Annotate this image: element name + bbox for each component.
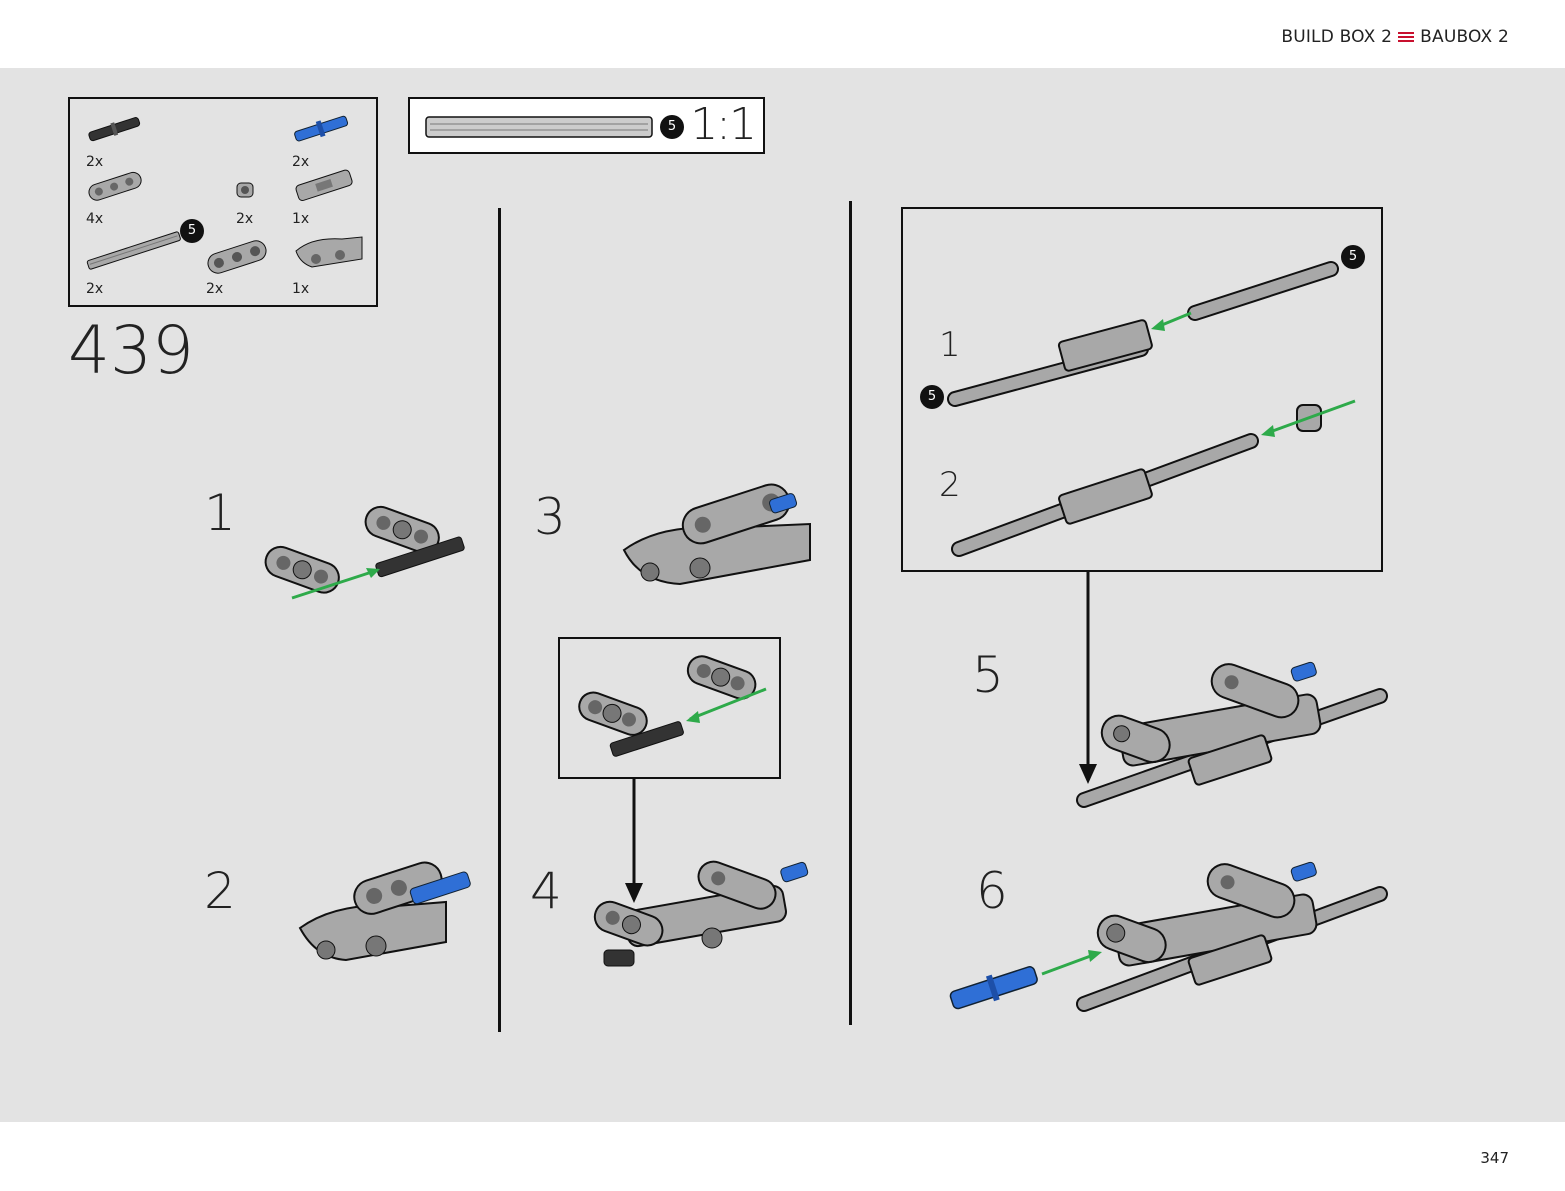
part-qty: 2x	[86, 281, 104, 297]
thin-liftarm-icon	[88, 171, 142, 201]
step-4-illustration	[593, 860, 809, 967]
part-qty: 4x	[86, 211, 104, 227]
header-bar: BUILD BOX 2 BAUBOX 2	[0, 0, 1565, 68]
callout-illustration	[947, 261, 1356, 557]
page-number: 347	[1480, 1149, 1509, 1167]
callout-arrow	[625, 779, 643, 903]
sub-assembly-callout	[558, 637, 781, 779]
part-qty: 2x	[236, 211, 254, 227]
part-qty: 2x	[292, 154, 310, 170]
step-3-illustration	[622, 483, 811, 586]
scale-label: 1:1	[690, 99, 757, 150]
axle-connector-icon	[295, 169, 353, 202]
step-number: 4	[530, 862, 562, 920]
step-number: 2	[204, 862, 236, 920]
step-2-illustration	[298, 861, 471, 962]
part-qty: 2x	[86, 154, 104, 170]
part-qty: 2x	[206, 281, 224, 297]
step-number: 6	[976, 862, 1008, 920]
length-badge: 5	[660, 115, 684, 139]
axle-5-icon	[425, 116, 653, 138]
length-badge: 5	[180, 219, 204, 243]
blue-axle-pin-icon	[294, 115, 349, 142]
step-6-illustration	[949, 861, 1388, 1012]
column-divider	[849, 201, 852, 1025]
step-5-illustration	[1076, 661, 1388, 808]
footer-bar	[0, 1122, 1565, 1191]
column-divider	[498, 208, 501, 1032]
step-number: 3	[534, 488, 566, 546]
curved-panel-icon	[295, 236, 363, 268]
scale-reference: 5 1:1	[408, 97, 765, 154]
step-number: 1	[204, 484, 236, 542]
header-title-en: BUILD BOX 2	[1281, 27, 1393, 47]
callout-arrow	[1079, 572, 1097, 784]
bush-icon	[236, 182, 254, 198]
callout-illustration	[578, 655, 767, 757]
length-badge: 5	[1341, 245, 1365, 269]
part-qty: 1x	[292, 211, 310, 227]
length-badge: 5	[920, 385, 944, 409]
page-step-number: 439	[68, 312, 194, 389]
step-number: 5	[972, 646, 1004, 704]
black-axle-pin-icon	[88, 117, 141, 142]
header-title-de: BAUBOX 2	[1420, 27, 1509, 47]
menu-icon	[1398, 31, 1415, 43]
part-qty: 1x	[292, 281, 310, 297]
axle-5-icon	[86, 231, 181, 270]
beam-3-icon	[207, 240, 267, 274]
step-1-illustration	[264, 505, 465, 600]
sub-step-number: 2	[939, 465, 961, 505]
sub-assembly-callout: 1 2 5 5	[901, 207, 1383, 572]
parts-list: 2x 2x 4x 2x 1x 5 2x 2x 1x	[68, 97, 378, 307]
sub-step-number: 1	[939, 325, 961, 365]
header-title: BUILD BOX 2 BAUBOX 2	[1281, 27, 1509, 47]
